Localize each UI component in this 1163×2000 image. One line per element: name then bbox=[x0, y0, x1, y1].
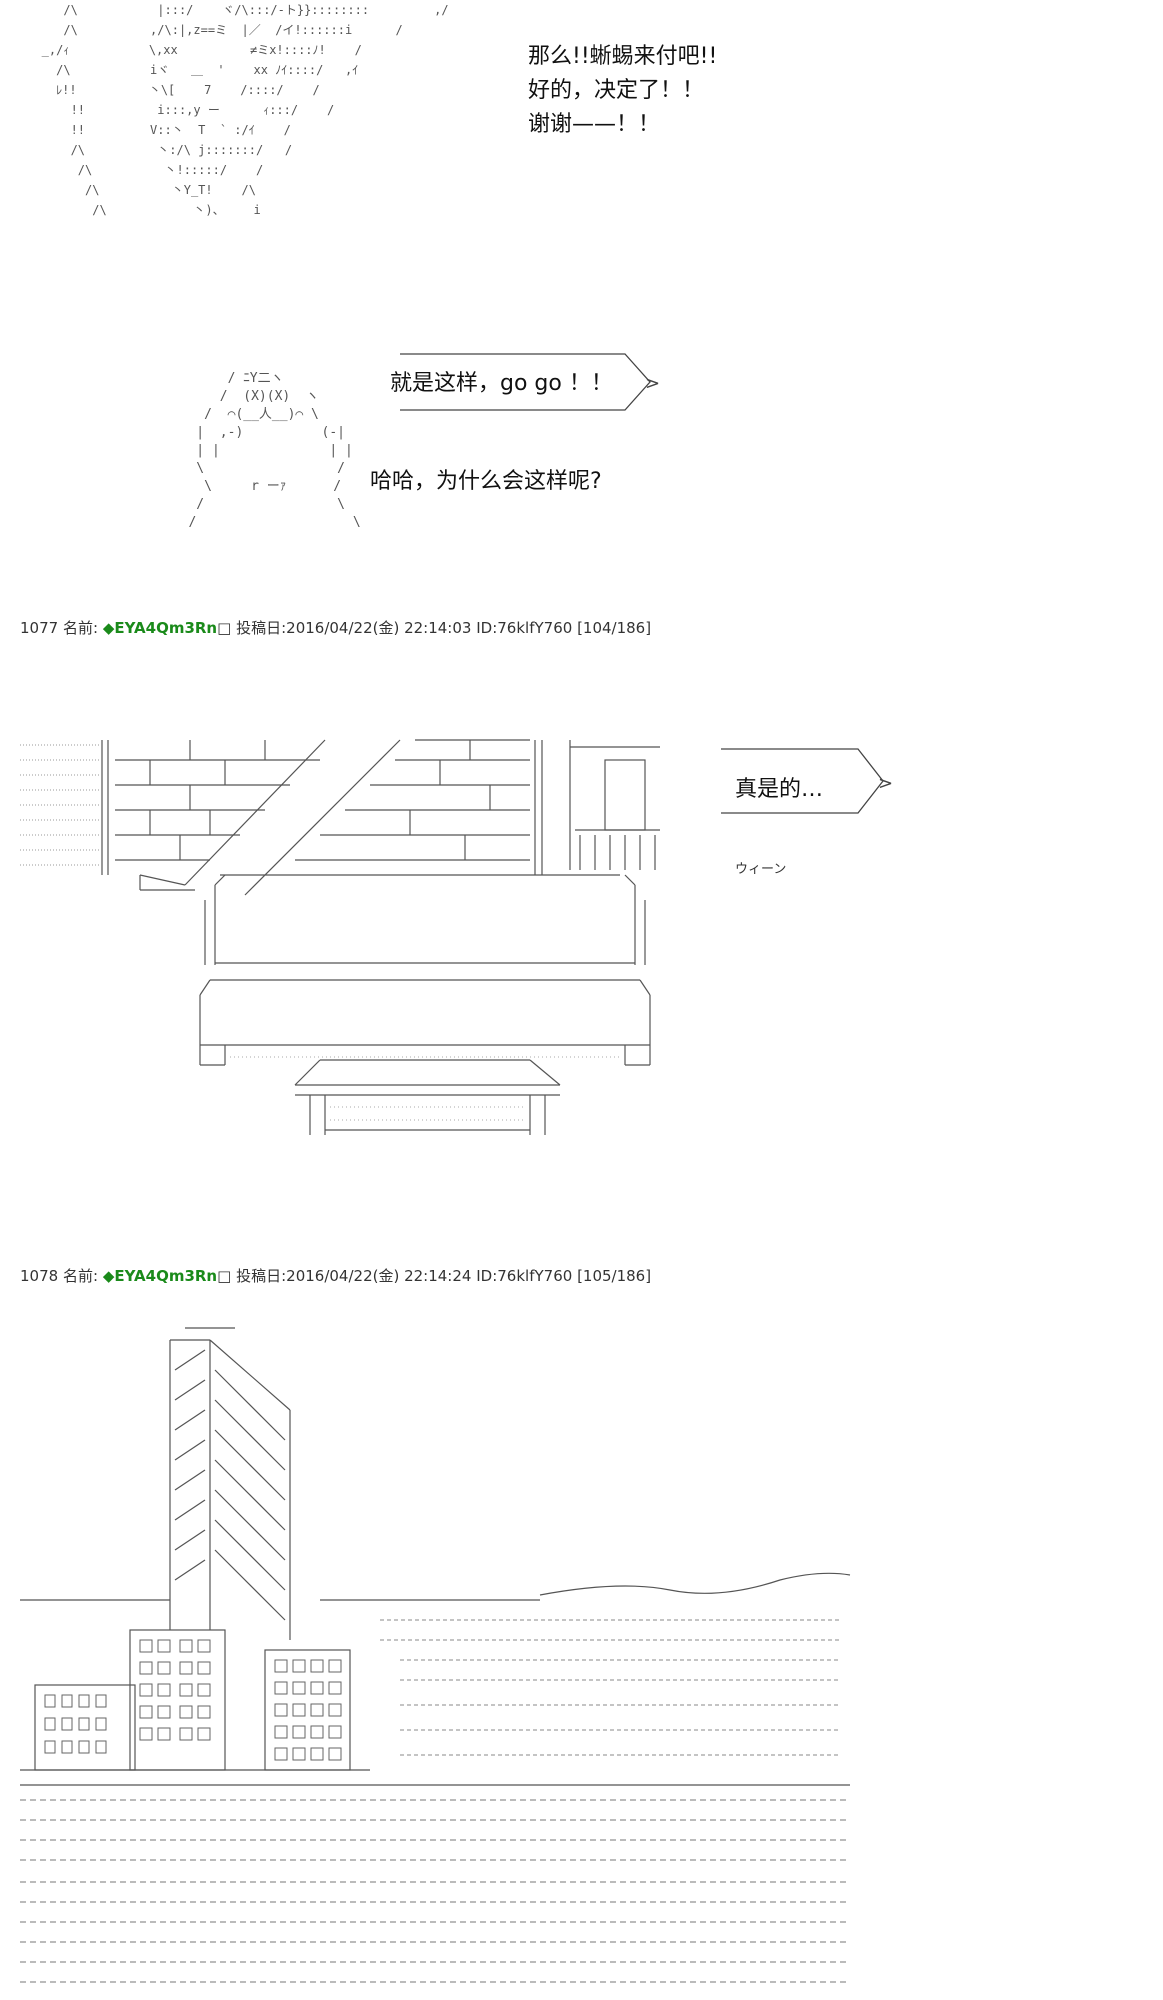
posted-label: 投稿日: bbox=[236, 619, 287, 637]
post-count: [104/186] bbox=[577, 619, 652, 637]
post-date: 2016/04/22(金) 22:14:03 bbox=[286, 619, 472, 637]
speech-bubble-shape: > bbox=[400, 353, 660, 411]
speech-bubble-shape: > bbox=[721, 748, 893, 814]
speech-bubble-text: 真是的… bbox=[735, 777, 824, 802]
ascii-art-figure-top: /\ |:::/ ヾ/\:::/-ト}}:::::::: ,/ /\ ,/\:|… bbox=[41, 3, 449, 217]
mail-icon: □ bbox=[217, 619, 232, 637]
ascii-art-cityscape bbox=[20, 1327, 851, 1983]
sound-effect-text: ウィーン bbox=[735, 862, 787, 877]
post-header-1078: 1078 名前: ◆EYA4Qm3Rn□ 投稿日:2016/04/22(金) 2… bbox=[20, 1265, 651, 1286]
dialogue-line: 好的，决定了！！ bbox=[528, 78, 705, 103]
dialogue-line: 哈哈，为什么会这样呢? bbox=[370, 469, 602, 494]
name-label: 名前: bbox=[62, 619, 99, 637]
dialogue-line: 谢谢——！！ bbox=[528, 112, 661, 137]
post-number: 1078 bbox=[20, 1267, 59, 1285]
tripcode-link[interactable]: ◆EYA4Qm3Rn bbox=[102, 619, 218, 637]
mail-icon: □ bbox=[217, 1267, 232, 1285]
post-id: ID:76klfY760 bbox=[476, 619, 573, 637]
dialogue-scene-1: 那么!!蜥蜴来付吧!! 好的，决定了！！ 谢谢——！！ bbox=[528, 40, 717, 142]
post-number: 1077 bbox=[20, 619, 59, 637]
post-date: 2016/04/22(金) 22:14:24 bbox=[286, 1267, 472, 1285]
dialogue-line: 那么!!蜥蜴来付吧!! bbox=[528, 44, 718, 69]
post-id: ID:76klfY760 bbox=[476, 1267, 573, 1285]
svg-text:>: > bbox=[878, 773, 893, 794]
name-label: 名前: bbox=[62, 1267, 99, 1285]
posted-label: 投稿日: bbox=[236, 1267, 287, 1285]
ascii-art-small-character: / ﾆY二ヽ / (X)(X) ヽ / ⌒(__人__)⌒ \ | ,-) (-… bbox=[188, 371, 361, 530]
post-count: [105/186] bbox=[577, 1267, 652, 1285]
ascii-art-room-bench bbox=[20, 739, 660, 1135]
tripcode-link[interactable]: ◆EYA4Qm3Rn bbox=[102, 1267, 218, 1285]
speech-bubble-text: 就是这样，go go ！！ bbox=[390, 371, 613, 396]
post-header-1077: 1077 名前: ◆EYA4Qm3Rn□ 投稿日:2016/04/22(金) 2… bbox=[20, 617, 651, 638]
svg-text:>: > bbox=[645, 373, 660, 394]
